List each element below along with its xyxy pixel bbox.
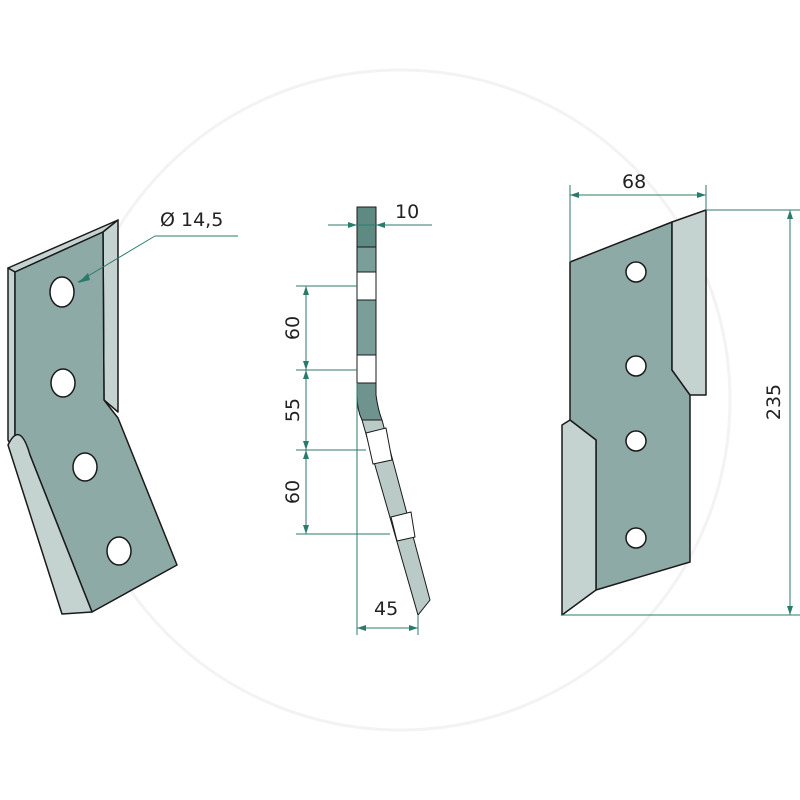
offset-label: 45 <box>374 598 398 620</box>
right-bevel <box>671 209 707 396</box>
spacing-top-label: 60 <box>282 316 304 340</box>
height-label: 235 <box>763 384 785 420</box>
mounting-hole <box>106 536 132 566</box>
mounting-hole <box>625 261 647 283</box>
left-bevel <box>561 419 597 616</box>
left-lower-bevel <box>7 433 93 615</box>
blade-front-view: 68 235 <box>561 171 800 616</box>
right-upper-bevel <box>102 219 119 413</box>
spacing-middle-label: 55 <box>282 398 304 422</box>
spacing-bottom-label: 60 <box>282 480 304 504</box>
mounting-hole <box>49 276 75 308</box>
mounting-hole <box>625 527 647 549</box>
mounting-hole <box>72 452 98 482</box>
hole-diameter-label: Ø 14,5 <box>160 209 223 231</box>
width-label: 68 <box>622 171 646 193</box>
main-face <box>14 231 178 613</box>
blade-side-view: 10 60 55 60 45 <box>282 201 432 635</box>
mounting-hole <box>625 355 647 377</box>
thickness-label: 10 <box>395 201 419 223</box>
left-upper-bevel <box>7 267 16 453</box>
blade-perspective-view: Ø 14,5 <box>7 209 238 615</box>
mounting-hole <box>50 368 76 398</box>
mounting-hole <box>625 430 647 452</box>
